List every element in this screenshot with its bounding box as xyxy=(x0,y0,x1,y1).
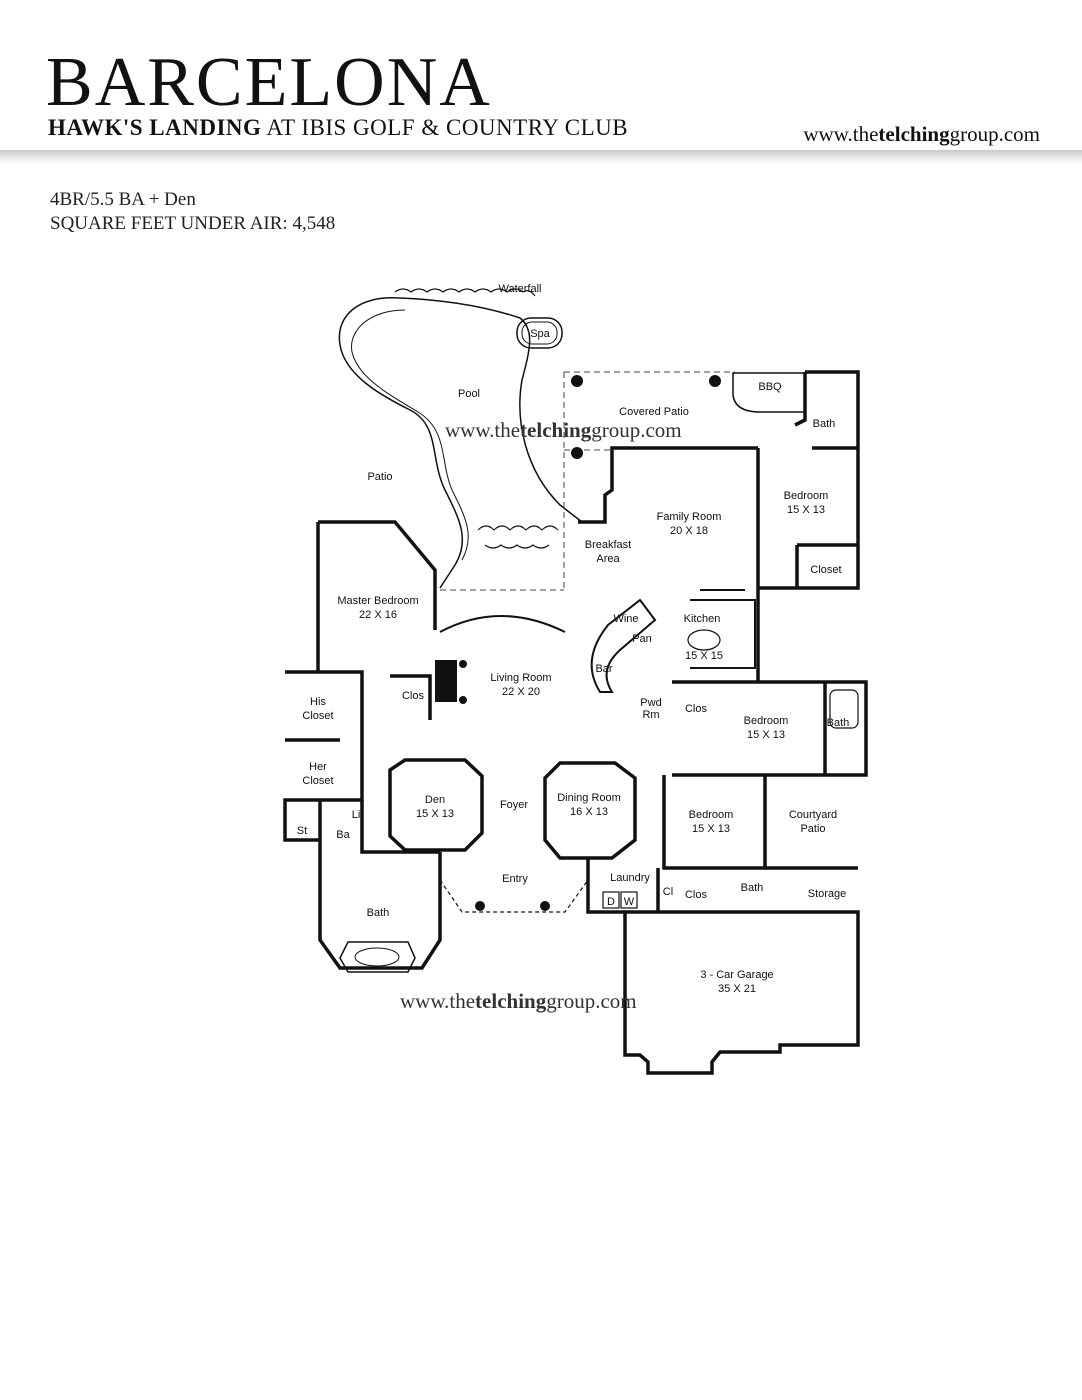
kitchen-table xyxy=(687,629,721,651)
label-her-closet-1: Her xyxy=(309,761,327,773)
header-divider xyxy=(0,150,1082,164)
label-bath-se: Bath xyxy=(741,882,764,894)
label-li: Li xyxy=(352,809,361,821)
label-den-size: 15 X 13 xyxy=(416,808,454,820)
label-bedroom-e: Bedroom xyxy=(744,715,789,727)
label-covered-patio: Covered Patio xyxy=(619,406,689,418)
label-storage: Storage xyxy=(808,888,847,900)
label-bedroom-ne: Bedroom xyxy=(784,490,829,502)
label-wine: Wine xyxy=(613,613,638,625)
east-bath-tub xyxy=(829,689,859,729)
label-closet-ne: Closet xyxy=(810,564,841,576)
watermark-bottom: www.thetelchinggroup.com xyxy=(400,989,637,1013)
specs-block: 4BR/5.5 BA + Den SQUARE FEET UNDER AIR: … xyxy=(50,188,335,236)
label-laundry: Laundry xyxy=(610,872,650,884)
exterior-walls xyxy=(283,370,868,1075)
community-subtitle: HAWK'S LANDING AT IBIS GOLF & COUNTRY CL… xyxy=(48,116,628,139)
bbq-counter xyxy=(732,372,806,413)
subtitle-bold: HAWK'S LANDING xyxy=(48,115,262,140)
label-breakfast-2: Area xyxy=(596,553,620,565)
watermark-top: www.thetelchinggroup.com xyxy=(445,418,682,442)
label-bath-e: Bath xyxy=(827,717,850,729)
header: BARCELONA HAWK'S LANDING AT IBIS GOLF & … xyxy=(0,0,1082,150)
label-bedroom-e-size: 15 X 13 xyxy=(747,729,785,741)
label-waterfall: Waterfall xyxy=(499,283,542,295)
label-his-closet-2: Closet xyxy=(302,710,333,722)
label-master-bath: Bath xyxy=(367,907,390,919)
label-bedroom-ne-size: 15 X 13 xyxy=(787,504,825,516)
label-d: D xyxy=(607,896,615,908)
label-bedroom-se-size: 15 X 13 xyxy=(692,823,730,835)
label-dining-room: Dining Room xyxy=(557,792,621,804)
label-bath-ne: Bath xyxy=(813,418,836,430)
patio-column xyxy=(571,375,583,387)
label-clos-se: Clos xyxy=(685,889,708,901)
website-pre: www.the xyxy=(803,122,879,146)
label-pwd-rm-2: Rm xyxy=(642,709,659,721)
master-tub xyxy=(339,941,416,973)
label-st: St xyxy=(297,825,307,837)
label-kitchen: Kitchen xyxy=(684,613,721,625)
waterfall-rocks xyxy=(394,288,536,297)
label-clos-master: Clos xyxy=(402,690,425,702)
patio-column xyxy=(571,447,583,459)
label-den: Den xyxy=(425,794,445,806)
square-feet: SQUARE FEET UNDER AIR: 4,548 xyxy=(50,213,336,234)
label-garage-size: 35 X 21 xyxy=(718,983,756,995)
page-title: BARCELONA xyxy=(46,44,492,121)
kitchen-island xyxy=(690,589,756,669)
label-living-room-size: 22 X 20 xyxy=(502,686,540,698)
label-spa: Spa xyxy=(530,328,550,340)
label-breakfast-1: Breakfast xyxy=(585,539,631,551)
label-his-closet-1: His xyxy=(310,696,326,708)
label-foyer: Foyer xyxy=(500,799,528,811)
label-bar: Bar xyxy=(595,663,612,675)
label-entry: Entry xyxy=(502,873,528,885)
label-pwd-rm-1: Pwd xyxy=(640,697,661,709)
spa-tub xyxy=(516,317,563,349)
beds-baths: 4BR/5.5 BA + Den xyxy=(50,189,196,210)
label-family-room-size: 20 X 18 xyxy=(670,525,708,537)
label-bedroom-se: Bedroom xyxy=(689,809,734,821)
website-link[interactable]: www.thetelchinggroup.com xyxy=(803,122,1040,147)
label-w: W xyxy=(624,896,635,908)
label-cl: Cl xyxy=(663,886,673,898)
covered-patio-outline xyxy=(440,371,735,591)
label-ba: Ba xyxy=(336,829,350,841)
website-bold: telching xyxy=(878,122,950,146)
label-pan: Pan xyxy=(632,633,652,645)
label-pool: Pool xyxy=(458,388,480,400)
pool-outline xyxy=(338,296,583,589)
label-bbq: BBQ xyxy=(758,381,782,393)
label-patio: Patio xyxy=(367,471,392,483)
label-kitchen-size: 15 X 15 xyxy=(685,650,723,662)
label-courtyard-1: Courtyard xyxy=(789,809,837,821)
patio-column xyxy=(709,375,721,387)
label-garage: 3 - Car Garage xyxy=(700,969,773,981)
label-dining-room-size: 16 X 13 xyxy=(570,806,608,818)
label-family-room: Family Room xyxy=(657,511,722,523)
label-living-room: Living Room xyxy=(490,672,551,684)
label-master-bedroom-size: 22 X 16 xyxy=(359,609,397,621)
subtitle-rest: AT IBIS GOLF & COUNTRY CLUB xyxy=(261,115,629,140)
bar-counter xyxy=(590,598,657,693)
living-room-arc xyxy=(439,615,566,633)
label-her-closet-2: Closet xyxy=(302,775,333,787)
label-courtyard-2: Patio xyxy=(800,823,825,835)
label-clos-east: Clos xyxy=(685,703,708,715)
fireplace xyxy=(435,660,457,702)
website-post: group.com xyxy=(949,122,1040,146)
label-master-bedroom: Master Bedroom xyxy=(337,595,418,607)
